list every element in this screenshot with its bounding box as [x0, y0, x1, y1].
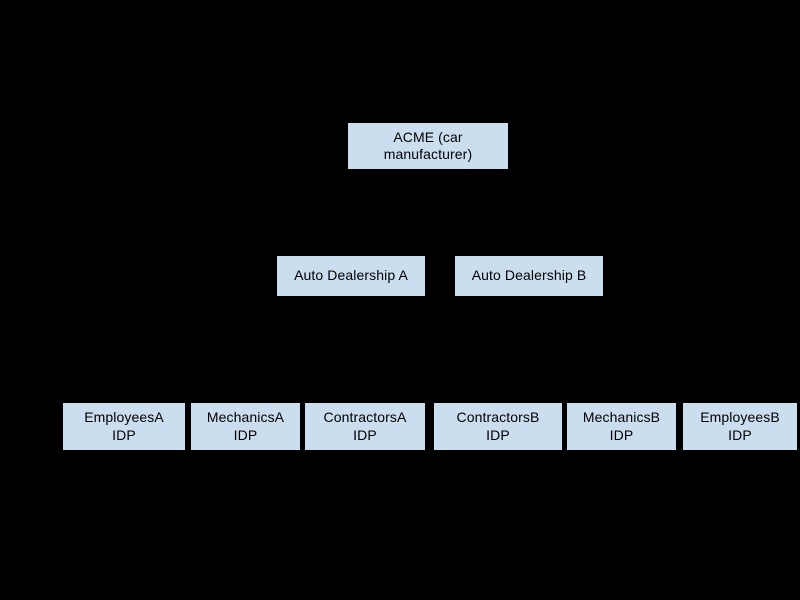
- node-employees-a-idp[interactable]: EmployeesA IDP: [63, 403, 185, 450]
- node-acme-root[interactable]: ACME (car manufacturer): [348, 123, 508, 169]
- node-auto-dealership-a[interactable]: Auto Dealership A: [277, 256, 425, 296]
- node-employees-b-idp[interactable]: EmployeesB IDP: [683, 403, 797, 450]
- node-mechanics-b-idp[interactable]: MechanicsB IDP: [567, 403, 676, 450]
- node-contractors-a-idp[interactable]: ContractorsA IDP: [305, 403, 425, 450]
- node-auto-dealership-b[interactable]: Auto Dealership B: [455, 256, 603, 296]
- node-contractors-b-idp[interactable]: ContractorsB IDP: [434, 403, 562, 450]
- node-mechanics-a-idp[interactable]: MechanicsA IDP: [191, 403, 300, 450]
